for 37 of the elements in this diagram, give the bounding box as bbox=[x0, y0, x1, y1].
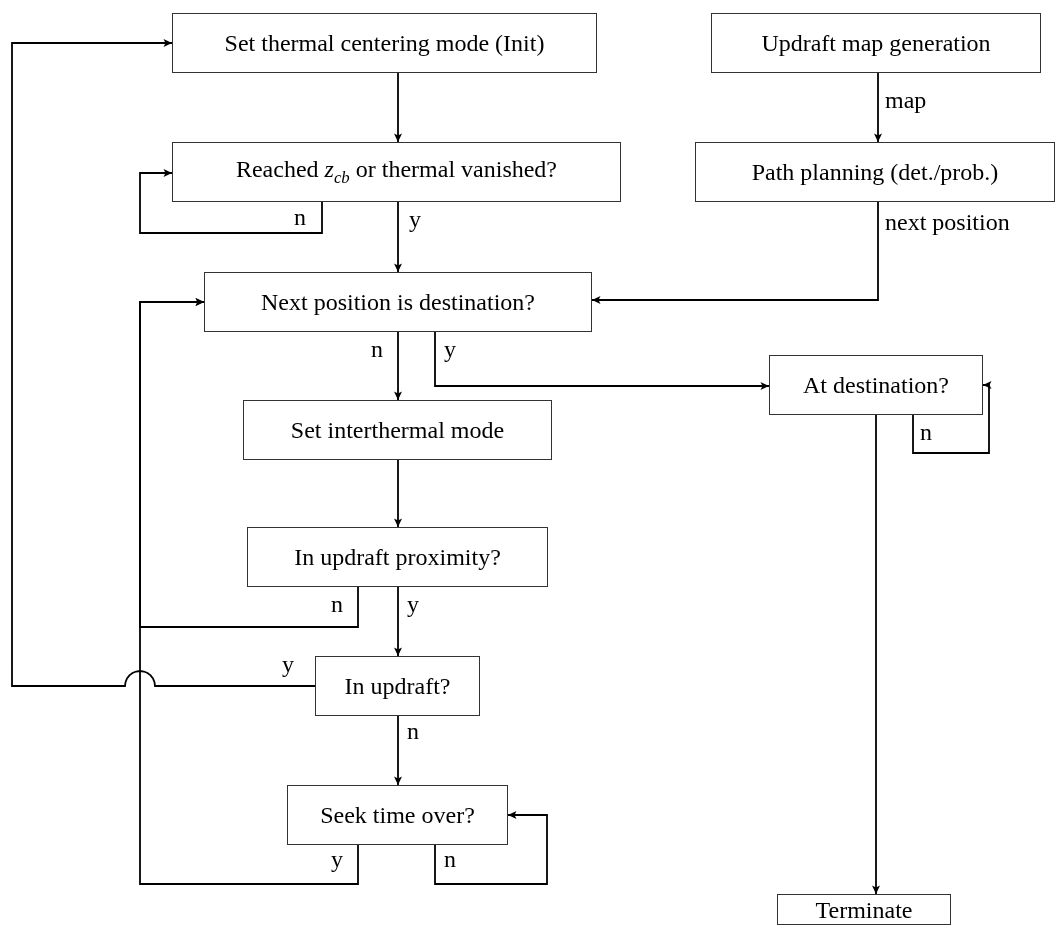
arrow bbox=[394, 459, 402, 528]
box-label: Seek time over? bbox=[320, 803, 475, 827]
box-label: Terminate bbox=[815, 897, 913, 922]
process-box bbox=[769, 355, 983, 415]
box-label: At destination? bbox=[803, 373, 949, 397]
box-label: In updraft proximity? bbox=[294, 545, 501, 569]
box-label: Next position is destination? bbox=[261, 290, 535, 314]
process-box bbox=[243, 400, 552, 460]
process-box bbox=[172, 13, 597, 73]
arrow bbox=[139, 169, 323, 234]
box-label: Set thermal centering mode (Init) bbox=[224, 31, 545, 55]
arrow bbox=[874, 72, 882, 143]
process-box bbox=[777, 894, 951, 925]
box-label: In updraft? bbox=[344, 674, 451, 698]
arrow bbox=[139, 298, 359, 885]
arrow bbox=[394, 72, 402, 143]
arrow bbox=[394, 586, 402, 657]
process-box bbox=[247, 527, 548, 587]
arrow bbox=[394, 715, 402, 786]
box-label: Reached z$_{cb}$ or thermal vanished? bbox=[235, 157, 558, 187]
arrow bbox=[434, 811, 548, 885]
process-box bbox=[172, 142, 621, 202]
process-box bbox=[204, 272, 592, 332]
arrow bbox=[11, 39, 316, 687]
arrow bbox=[872, 414, 880, 895]
arrow bbox=[394, 201, 402, 273]
arrow bbox=[394, 331, 402, 401]
box-label: Path planning (det./prob.) bbox=[751, 160, 999, 184]
box-label: Set interthermal mode bbox=[290, 418, 505, 442]
arrow bbox=[591, 201, 879, 304]
arrow bbox=[912, 381, 992, 454]
arrow bbox=[434, 331, 770, 390]
process-box bbox=[315, 656, 480, 716]
process-box bbox=[287, 785, 508, 845]
process-box bbox=[711, 13, 1041, 73]
process-box bbox=[695, 142, 1055, 202]
box-label: Updraft map generation bbox=[761, 31, 991, 55]
